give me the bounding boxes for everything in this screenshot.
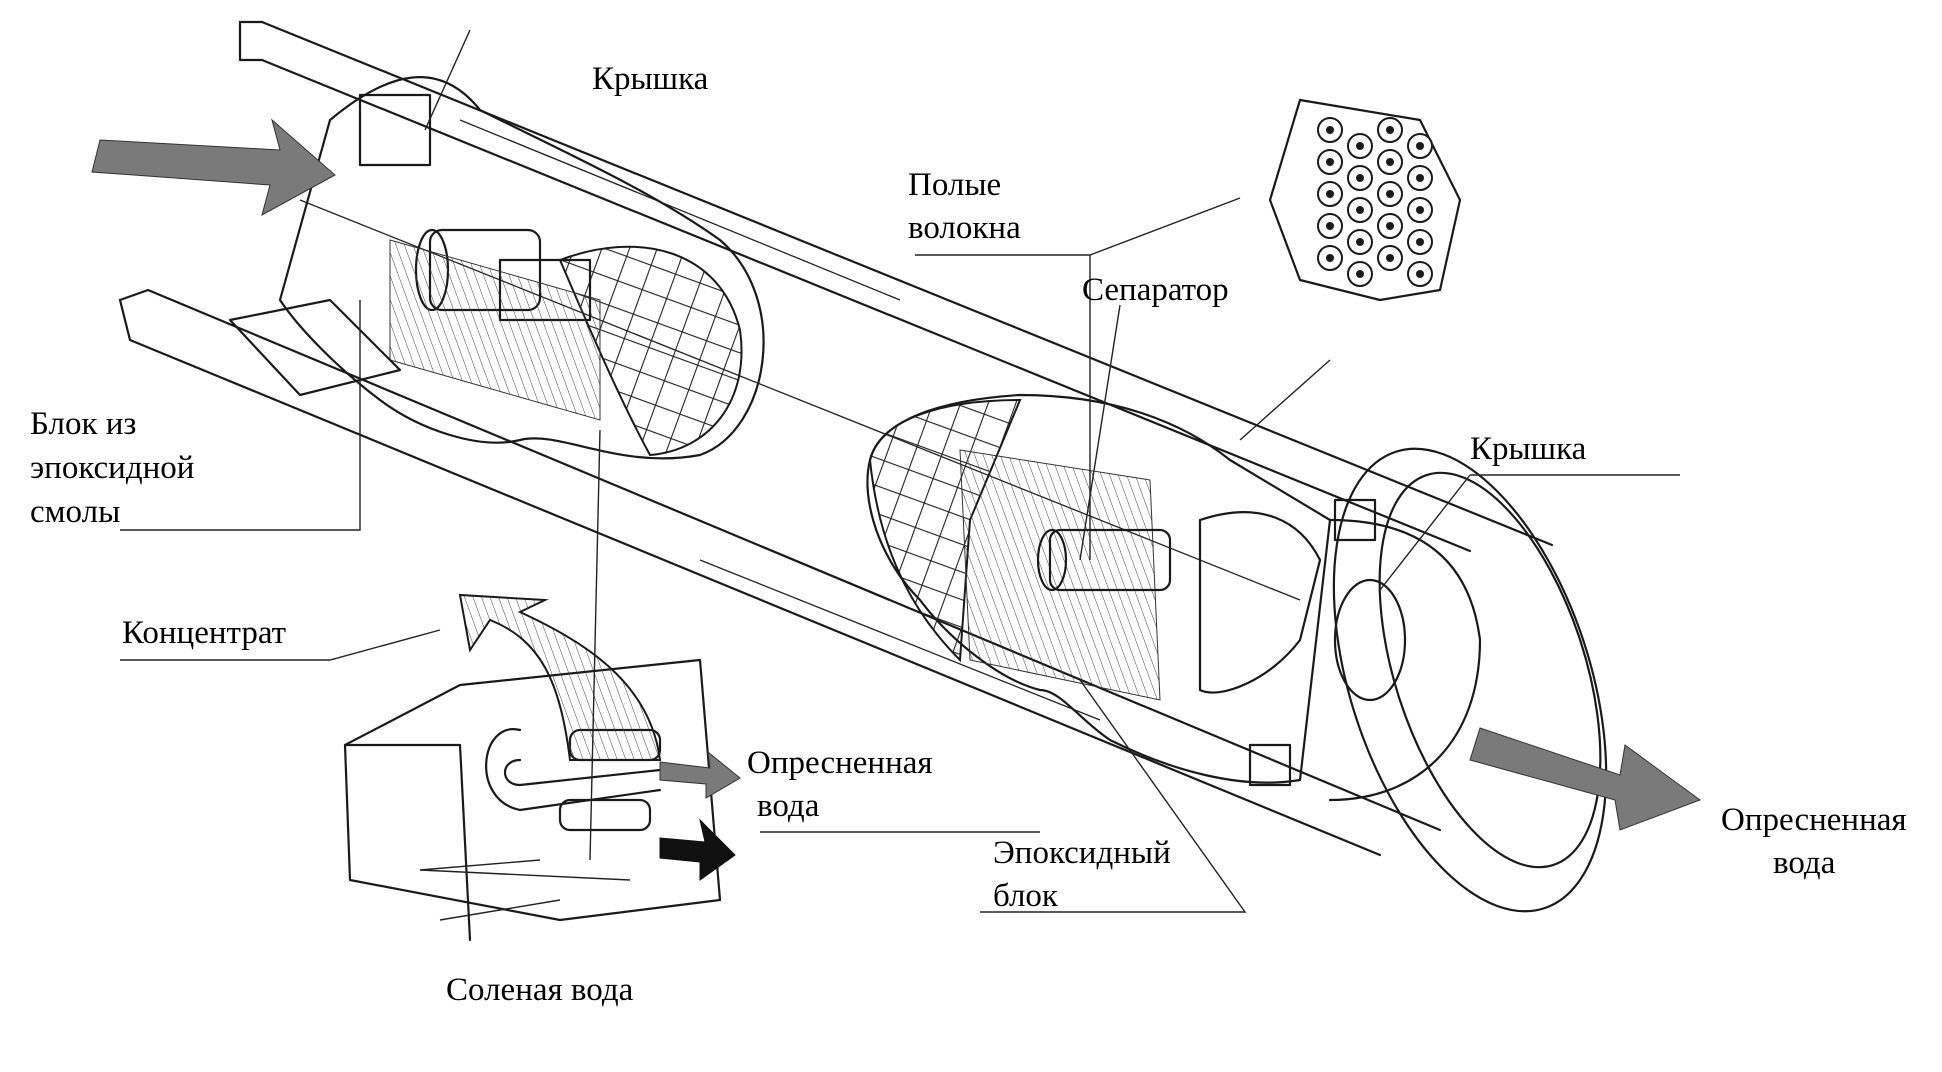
fiber-lumen bbox=[1416, 206, 1424, 214]
flow-arrows bbox=[91, 118, 1702, 881]
label-cover-top: Крышка bbox=[592, 61, 709, 97]
end-cap-right bbox=[1328, 447, 1608, 913]
fiber-lumen bbox=[1326, 126, 1334, 134]
fiber-bundle-inset bbox=[1268, 98, 1462, 302]
fiber-lumen bbox=[1416, 270, 1424, 278]
fiber-lumen bbox=[1386, 222, 1394, 230]
right-cutaway bbox=[866, 393, 1377, 787]
label-epoxy-mid-2: блок bbox=[993, 878, 1059, 914]
fiber-lumen bbox=[1326, 254, 1334, 262]
label-salt-water: Соленая вода bbox=[446, 972, 634, 1008]
fiber-lumen bbox=[1356, 142, 1364, 150]
fiber-lumen bbox=[1356, 270, 1364, 278]
outlet-arrow bbox=[1469, 727, 1702, 831]
label-cover-right: Крышка bbox=[1470, 431, 1587, 467]
label-hollow-fibers-1: Полые bbox=[908, 167, 1001, 203]
fiber-lumen bbox=[1356, 238, 1364, 246]
fiber-lumen bbox=[1326, 222, 1334, 230]
flow-detail-inset bbox=[343, 658, 722, 942]
label-epoxy-left-1: Блок из bbox=[30, 406, 136, 442]
fiber-lumen bbox=[1356, 206, 1364, 214]
label-desalinated-right-2: вода bbox=[1773, 845, 1836, 881]
fiber-lumen bbox=[1326, 158, 1334, 166]
left-cutaway bbox=[228, 76, 765, 460]
label-separator: Сепаратор bbox=[1082, 272, 1229, 308]
fiber-lumen bbox=[1416, 142, 1424, 150]
label-desalinated-right-1: Опресненная bbox=[1721, 802, 1907, 838]
label-epoxy-mid-1: Эпоксидный bbox=[993, 835, 1171, 871]
label-hollow-fibers-2: волокна bbox=[908, 210, 1021, 246]
leader-lines bbox=[120, 29, 1680, 921]
label-epoxy-left-3: смолы bbox=[30, 494, 120, 530]
label-desalinated-mid-1: Опресненная bbox=[747, 745, 933, 781]
fiber-lumen bbox=[1386, 190, 1394, 198]
fiber-lumen bbox=[1386, 158, 1394, 166]
fiber-lumen bbox=[1326, 190, 1334, 198]
fiber-lumen bbox=[1386, 254, 1394, 262]
label-epoxy-left-2: эпоксидной bbox=[30, 450, 194, 486]
fiber-lumen bbox=[1356, 174, 1364, 182]
concentrate-arrow bbox=[458, 593, 662, 761]
salt-water-arrow bbox=[659, 818, 736, 881]
module-tube bbox=[118, 20, 1554, 857]
permeate-arrow bbox=[659, 750, 741, 799]
fiber-lumen bbox=[1416, 174, 1424, 182]
label-concentrate: Концентрат bbox=[122, 615, 286, 651]
label-desalinated-mid-2: вода bbox=[757, 788, 820, 824]
fiber-lumen bbox=[1386, 126, 1394, 134]
inlet-arrow bbox=[91, 118, 336, 216]
fiber-lumen bbox=[1416, 238, 1424, 246]
